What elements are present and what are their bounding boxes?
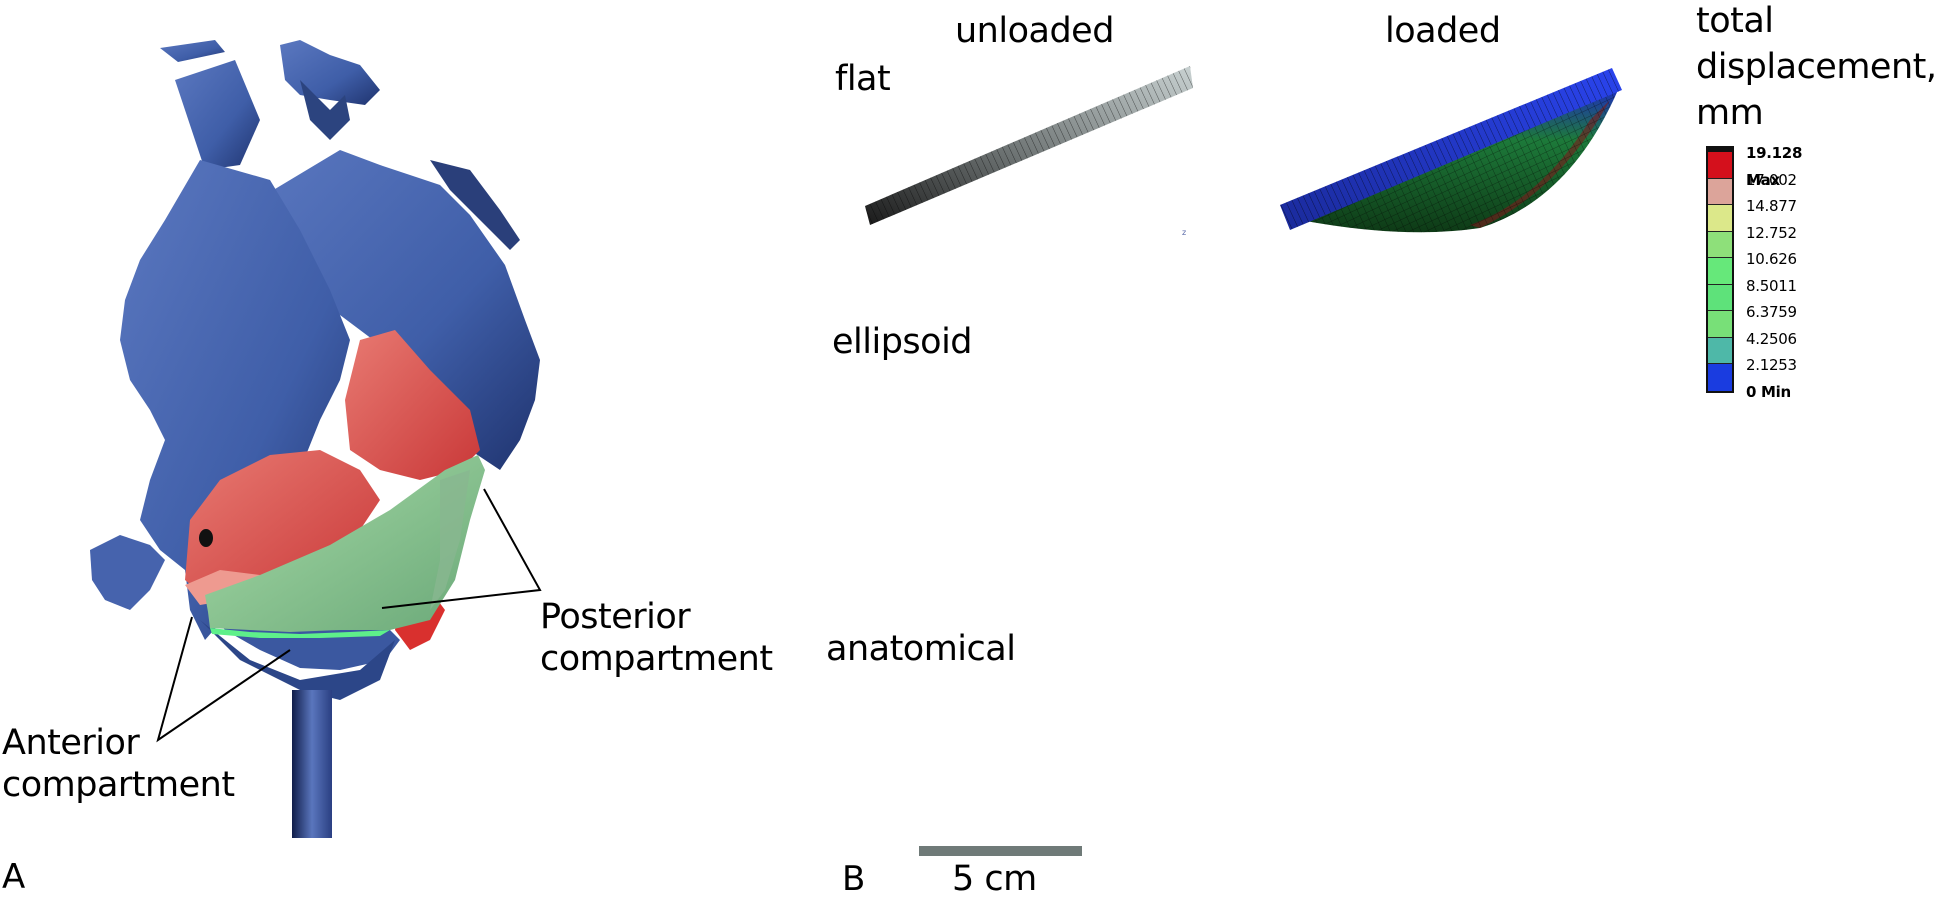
z-axis-marker: z	[1182, 228, 1187, 237]
anterior-leader-line	[156, 616, 291, 743]
legend-cap	[1708, 148, 1732, 152]
legend-title-line1: total	[1696, 1, 1774, 41]
legend-swatch	[1708, 258, 1732, 285]
column-header-loaded: loaded	[1385, 11, 1501, 51]
legend-label: 10.626	[1746, 250, 1797, 268]
legend-label: 0 Min	[1746, 382, 1791, 401]
legend-label: 17.002	[1746, 170, 1797, 189]
anterior-label-line1: Anterior	[2, 723, 140, 763]
legend-swatch	[1708, 311, 1732, 338]
scale-bar	[919, 846, 1082, 856]
model-flat-loaded	[1280, 68, 1622, 233]
legend-label: 14.877	[1746, 197, 1797, 215]
row-label-flat: flat	[835, 59, 891, 99]
row-label-anatomical: anatomical	[826, 629, 1016, 669]
posterior-label-line2: compartment	[540, 639, 773, 679]
legend-label: 19.128 Max	[1746, 144, 1803, 189]
femur-shaft	[292, 690, 332, 838]
muscle-compartment	[185, 330, 480, 650]
legend-swatch	[1708, 152, 1732, 179]
legend-title-line3: mm	[1696, 93, 1764, 133]
mesh-implant	[205, 455, 485, 638]
posterior-label-line1: Posterior	[540, 597, 691, 637]
legend-label: 8.5011	[1746, 276, 1797, 295]
row-label-ellipsoid: ellipsoid	[832, 322, 973, 362]
panel-a-label: A	[2, 857, 26, 897]
anterior-label-line2: compartment	[2, 765, 235, 805]
scale-bar-label: 5 cm	[952, 859, 1037, 899]
panel-b-label: B	[842, 859, 866, 899]
legend-swatch	[1708, 205, 1732, 232]
legend-swatch	[1708, 364, 1732, 391]
legend-swatch	[1708, 337, 1732, 364]
legend-swatch	[1708, 284, 1732, 311]
legend-label: 6.3759	[1746, 303, 1797, 321]
legend-swatch	[1708, 231, 1732, 258]
legend-color-bar	[1706, 146, 1734, 393]
anterior-compartment-label: Anterior compartment	[2, 726, 235, 803]
model-flat-unloaded	[865, 66, 1193, 225]
legend-title: total displacement, mm	[1696, 0, 1937, 136]
posterior-compartment-label: Posterior compartment	[540, 600, 773, 677]
leader-lines	[156, 488, 542, 743]
legend-title-line2: displacement,	[1696, 47, 1937, 87]
legend-label: 12.752	[1746, 223, 1797, 242]
pelvis-bone	[90, 40, 540, 838]
legend-label: 2.1253	[1746, 356, 1797, 374]
posterior-leader-line	[381, 488, 542, 609]
legend-label: 4.2506	[1746, 329, 1797, 348]
legend-swatch	[1708, 178, 1732, 205]
column-header-unloaded: unloaded	[955, 11, 1114, 51]
